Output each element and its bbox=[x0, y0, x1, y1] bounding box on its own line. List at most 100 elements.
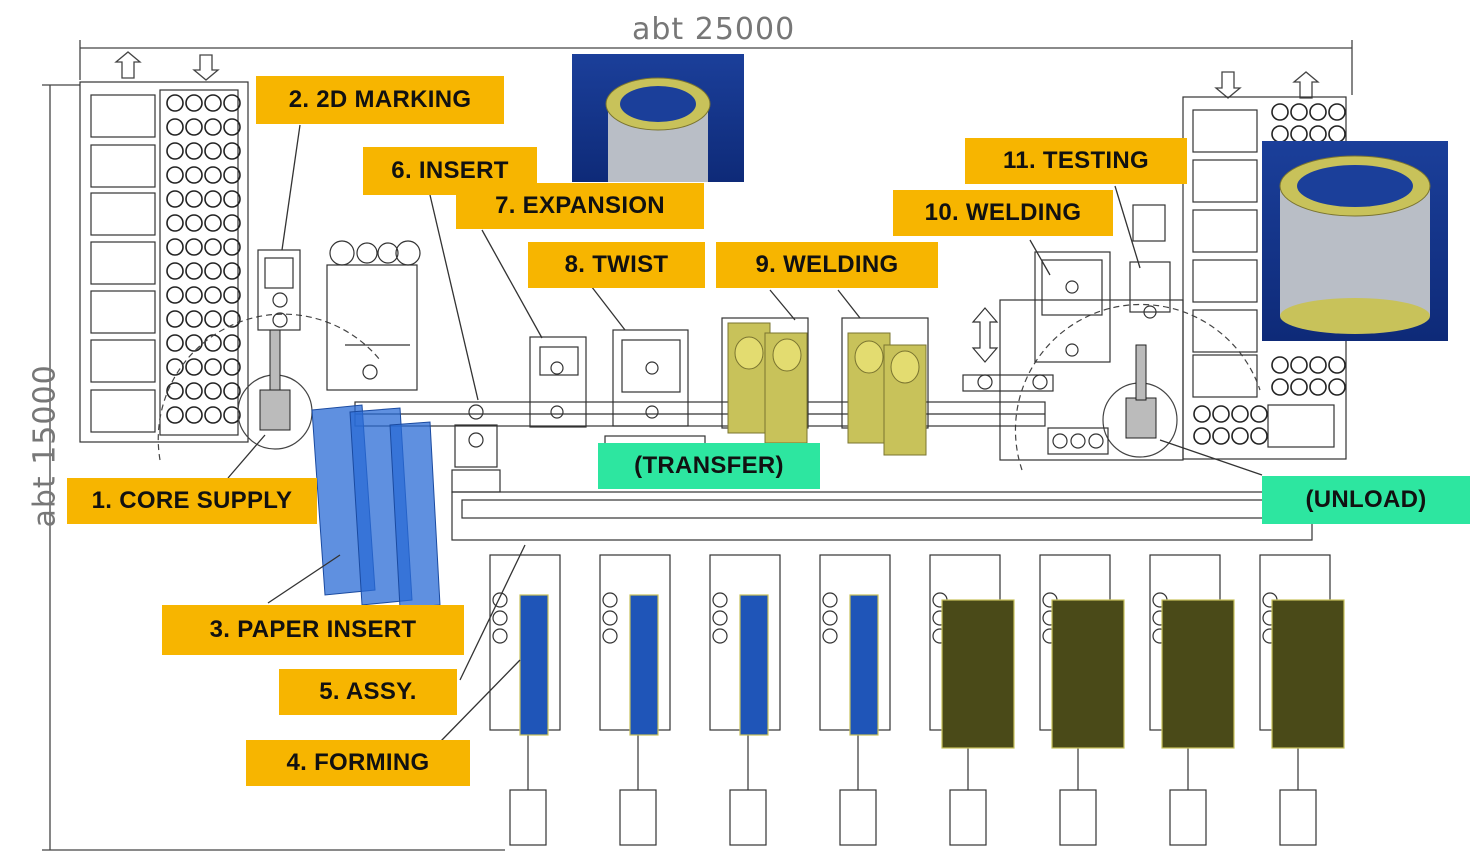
label-unload: (UNLOAD) bbox=[1262, 476, 1470, 524]
core-ring-icon bbox=[166, 406, 184, 424]
core-ring-icon bbox=[1290, 103, 1308, 121]
core-ring-icon bbox=[204, 94, 222, 112]
core-ring-icon bbox=[1193, 427, 1211, 445]
core-ring-icon bbox=[1309, 378, 1327, 396]
core-ring-icon bbox=[1328, 125, 1346, 143]
core-ring-icon bbox=[1212, 427, 1230, 445]
core-ring-icon bbox=[185, 262, 203, 280]
core-ring-icon bbox=[204, 190, 222, 208]
forming-module bbox=[1039, 554, 1125, 846]
core-ring-icon bbox=[185, 142, 203, 160]
core-ring-icon bbox=[166, 382, 184, 400]
core-ring-icon bbox=[223, 334, 241, 352]
core-ring-icon bbox=[223, 142, 241, 160]
core-ring-icon bbox=[223, 382, 241, 400]
core-ring-icon bbox=[223, 358, 241, 376]
core-ring-icon bbox=[223, 94, 241, 112]
core-ring-icon bbox=[204, 358, 222, 376]
core-ring-icon bbox=[166, 358, 184, 376]
stator-photo-small bbox=[572, 54, 744, 182]
core-ring-icon bbox=[1290, 356, 1308, 374]
core-ring-icon bbox=[1309, 356, 1327, 374]
core-ring-icon bbox=[223, 406, 241, 424]
core-ring-icon bbox=[1250, 405, 1268, 423]
label-2d-marking: 2. 2D MARKING bbox=[256, 76, 504, 124]
stator-photo-large bbox=[1262, 141, 1448, 341]
core-ring-icon bbox=[223, 214, 241, 232]
forming-module bbox=[929, 554, 1015, 846]
core-ring-icon bbox=[204, 238, 222, 256]
core-ring-icon bbox=[1212, 405, 1230, 423]
core-ring-icon bbox=[204, 262, 222, 280]
label-core-supply: 1. CORE SUPPLY bbox=[67, 478, 317, 524]
core-ring-icon bbox=[1328, 378, 1346, 396]
label-testing: 11. TESTING bbox=[965, 138, 1187, 184]
core-ring-icon bbox=[204, 118, 222, 136]
core-ring-icon bbox=[223, 190, 241, 208]
core-ring-icon bbox=[1271, 378, 1289, 396]
core-ring-icon bbox=[166, 166, 184, 184]
core-ring-icon bbox=[185, 118, 203, 136]
core-ring-icon bbox=[223, 238, 241, 256]
core-ring-icon bbox=[1309, 103, 1327, 121]
core-ring-icon bbox=[1271, 356, 1289, 374]
core-ring-icon bbox=[1290, 125, 1308, 143]
label-twist: 8. TWIST bbox=[528, 242, 705, 288]
core-ring-icon bbox=[185, 214, 203, 232]
core-ring-icon bbox=[204, 286, 222, 304]
label-paper-insert: 3. PAPER INSERT bbox=[162, 605, 464, 655]
core-ring-icon bbox=[166, 118, 184, 136]
label-transfer: (TRANSFER) bbox=[598, 443, 820, 489]
core-ring-icon bbox=[204, 382, 222, 400]
core-ring-icon bbox=[166, 286, 184, 304]
forming-module bbox=[709, 554, 781, 846]
core-ring-icon bbox=[1328, 103, 1346, 121]
core-ring-icon bbox=[185, 382, 203, 400]
core-ring-icon bbox=[185, 334, 203, 352]
core-ring-icon bbox=[1193, 405, 1211, 423]
core-ring-icon bbox=[1231, 427, 1249, 445]
core-ring-icon bbox=[1309, 125, 1327, 143]
stator-finished-icon bbox=[1279, 155, 1431, 334]
core-ring-icon bbox=[1231, 405, 1249, 423]
core-ring-icon bbox=[1290, 378, 1308, 396]
core-ring-icon bbox=[166, 310, 184, 328]
core-ring-icon bbox=[166, 214, 184, 232]
core-ring-icon bbox=[204, 310, 222, 328]
core-ring-icon bbox=[166, 94, 184, 112]
label-forming: 4. FORMING bbox=[246, 740, 470, 786]
core-ring-icon bbox=[204, 334, 222, 352]
width-dimension: abt 25000 bbox=[632, 12, 796, 47]
core-ring-icon bbox=[223, 310, 241, 328]
core-ring-icon bbox=[185, 358, 203, 376]
core-ring-icon bbox=[185, 238, 203, 256]
core-ring-icon bbox=[166, 142, 184, 160]
core-ring-icon bbox=[166, 238, 184, 256]
core-ring-icon bbox=[204, 406, 222, 424]
core-ring-icon bbox=[185, 166, 203, 184]
label-welding-9: 9. WELDING bbox=[716, 242, 938, 288]
forming-module bbox=[1259, 554, 1345, 846]
stator-icon bbox=[605, 77, 711, 182]
core-ring-icon bbox=[185, 94, 203, 112]
core-ring-icon bbox=[1250, 427, 1268, 445]
forming-module bbox=[1149, 554, 1235, 846]
core-ring-icon bbox=[185, 310, 203, 328]
label-expansion: 7. EXPANSION bbox=[456, 183, 704, 229]
core-ring-icon bbox=[166, 262, 184, 280]
core-ring-icon bbox=[223, 118, 241, 136]
label-welding-10: 10. WELDING bbox=[893, 190, 1113, 236]
core-ring-icon bbox=[166, 190, 184, 208]
core-ring-icon bbox=[223, 166, 241, 184]
core-ring-icon bbox=[185, 286, 203, 304]
core-ring-icon bbox=[1328, 356, 1346, 374]
core-ring-icon bbox=[166, 334, 184, 352]
core-ring-icon bbox=[223, 286, 241, 304]
forming-module bbox=[819, 554, 891, 846]
core-ring-icon bbox=[204, 214, 222, 232]
core-ring-icon bbox=[185, 190, 203, 208]
height-dimension: abt 15000 bbox=[27, 364, 63, 528]
label-assy: 5. ASSY. bbox=[279, 669, 457, 715]
forming-module bbox=[599, 554, 671, 846]
